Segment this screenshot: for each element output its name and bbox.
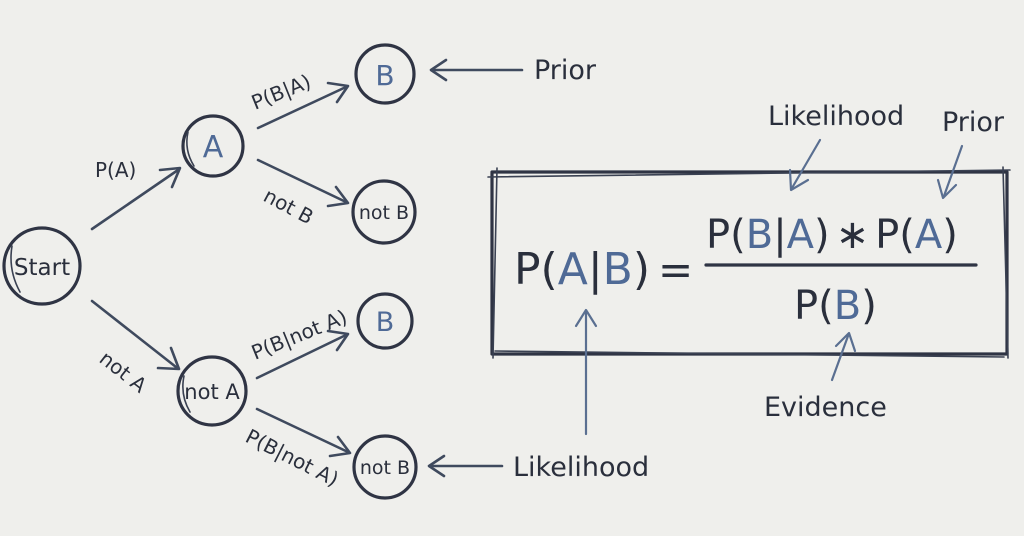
formula-num-a: A bbox=[787, 212, 815, 258]
node-b-top-label: B bbox=[375, 59, 394, 92]
annotation-likelihood-bottom: Likelihood bbox=[427, 452, 649, 483]
formula-den-b: B bbox=[834, 283, 861, 329]
formula-lhs-a: A bbox=[558, 244, 588, 295]
annotation-prior-top: Prior bbox=[429, 55, 597, 86]
edge-label-p-b-given-not-a-top: P(B|not A) bbox=[248, 305, 351, 365]
edge-label-p-a: P(A) bbox=[95, 158, 136, 182]
formula-denominator: P(B) bbox=[794, 283, 877, 329]
formula-lhs-bar: | bbox=[588, 244, 603, 295]
formula-lhs-close: ) bbox=[633, 244, 650, 295]
edge-start-to-a: P(A) bbox=[90, 158, 182, 231]
node-not-a: not A bbox=[176, 355, 248, 427]
formula-den-close: ) bbox=[861, 283, 877, 329]
annotation-evidence-label: Evidence bbox=[764, 392, 887, 423]
edge-label-p-b-given-not-a-bottom: P(B|not A) bbox=[242, 424, 343, 491]
node-start-label: Start bbox=[14, 255, 70, 281]
annotation-lhs-arrow bbox=[574, 308, 598, 436]
formula-den-p: P( bbox=[794, 283, 834, 329]
formula-lhs: P(A|B) bbox=[514, 244, 650, 295]
node-not-a-label: not A bbox=[184, 380, 240, 404]
node-start: Start bbox=[2, 226, 82, 306]
edge-start-to-not-a: not A bbox=[90, 299, 181, 398]
node-not-b-top: not B bbox=[351, 179, 417, 245]
edge-a-to-b: P(B|A) bbox=[248, 69, 350, 130]
annotation-likelihood-formula-label: Likelihood bbox=[768, 101, 904, 132]
formula-num-close1: ) bbox=[814, 212, 830, 258]
edge-label-not-b: not B bbox=[260, 183, 318, 229]
formula-num-mult: ∗ bbox=[836, 212, 870, 258]
formula-lhs-b: B bbox=[603, 244, 633, 295]
edge-label-not-a: not A bbox=[95, 346, 152, 398]
formula-num-b: B bbox=[746, 212, 773, 258]
formula-num-a2: A bbox=[915, 212, 943, 258]
formula-num-bar: | bbox=[773, 212, 786, 258]
node-b-bottom: B bbox=[356, 292, 414, 350]
node-not-b-bottom: not B bbox=[352, 434, 418, 500]
formula-lhs-p: P( bbox=[514, 244, 558, 295]
edge-a-to-not-b: not B bbox=[256, 158, 350, 229]
annotation-evidence: Evidence bbox=[764, 331, 887, 423]
node-a: A bbox=[181, 114, 245, 178]
formula-box bbox=[487, 166, 1011, 359]
svg-text:P(B|A)∗P(A): P(B|A)∗P(A) bbox=[706, 212, 958, 258]
svg-text:P(B): P(B) bbox=[794, 283, 877, 329]
edge-not-a-to-b: P(B|not A) bbox=[248, 305, 351, 380]
svg-text:P(A|B): P(A|B) bbox=[514, 244, 650, 295]
formula-num-p2: P( bbox=[875, 212, 915, 258]
annotation-likelihood-bottom-label: Likelihood bbox=[513, 452, 649, 483]
node-not-b-bottom-label: not B bbox=[360, 457, 410, 479]
edge-not-a-to-not-b: P(B|not A) bbox=[242, 407, 352, 491]
formula-numerator: P(B|A)∗P(A) bbox=[706, 212, 958, 258]
annotation-likelihood-formula: Likelihood bbox=[768, 101, 904, 192]
formula-num-p1: P( bbox=[706, 212, 746, 258]
node-b-bottom-label: B bbox=[376, 307, 395, 338]
formula-equals: = bbox=[658, 245, 693, 294]
annotation-prior-top-label: Prior bbox=[534, 55, 597, 86]
formula-num-close2: ) bbox=[942, 212, 958, 258]
node-a-label: A bbox=[203, 130, 224, 165]
node-not-b-top-label: not B bbox=[359, 202, 409, 224]
node-b-top: B bbox=[354, 43, 416, 105]
annotation-prior-formula-label: Prior bbox=[942, 107, 1005, 138]
annotation-prior-formula: Prior bbox=[936, 107, 1005, 200]
